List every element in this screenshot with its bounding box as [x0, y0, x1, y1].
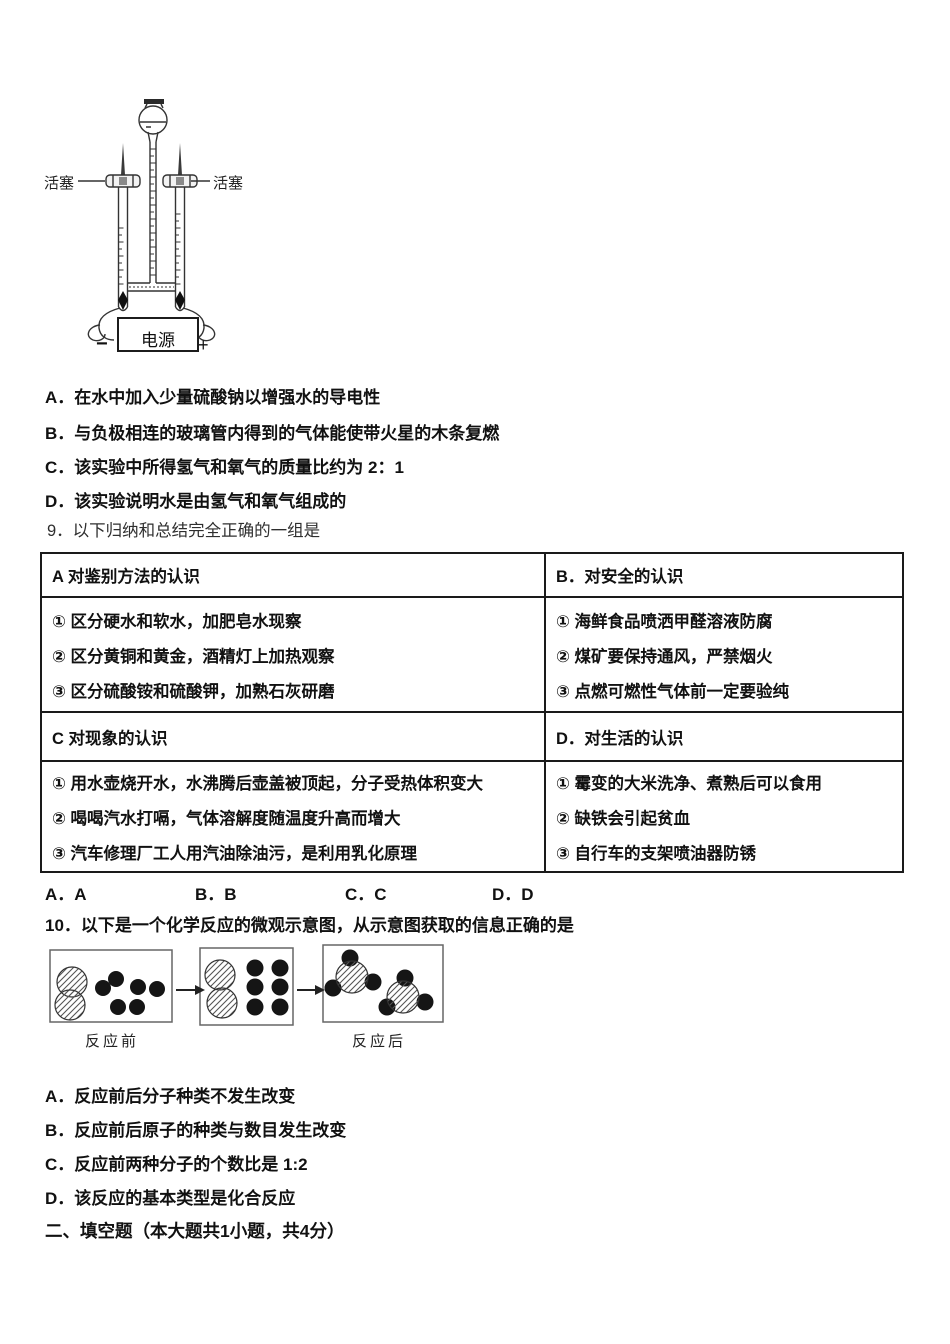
after-reaction-box	[322, 944, 444, 1023]
q9-c-item-3: ③ 汽车修理厂工人用汽油除油污，是利用乳化原理	[52, 845, 418, 863]
q9-table-header-a: A 对鉴别方法的认识	[42, 554, 546, 598]
q9-d-item-1: ① 霉变的大米洗净、煮熟后可以食用	[556, 775, 823, 793]
diatomic-molecules	[95, 971, 165, 1015]
q9-c-item-1: ① 用水壶烧开水，水沸腾后壶盖被顶起，分子受热体积变大	[52, 775, 484, 793]
piston-label-left: 活塞	[44, 175, 75, 192]
q9-answer-c: C．C	[345, 885, 387, 904]
electrolysis-apparatus-figure: 活塞 活塞 电源 − +	[42, 95, 257, 365]
q8-option-d: D．该实验说明水是由氢气和氧气组成的	[45, 492, 347, 511]
q9-d-item-3: ③ 自行车的支架喷油器防锈	[556, 845, 757, 863]
electrolysis-apparatus-drawing	[78, 99, 216, 352]
flask-stopper	[144, 99, 164, 104]
liquid-level-line	[140, 121, 166, 128]
right-gas-tube	[174, 187, 186, 307]
q9-answer-b: B．B	[195, 885, 237, 904]
q10-option-c: C．反应前两种分子的个数比是 1:2	[45, 1155, 308, 1174]
product-molecule-2	[378, 969, 434, 1016]
left-tube-graduations	[118, 227, 124, 285]
right-needle-valve	[178, 143, 182, 175]
q9-table-cell-b: ① 海鲜食品喷洒甲醛溶液防腐 ② 煤矿要保持通风，严禁烟火 ③ 点燃可燃性气体前…	[546, 598, 902, 713]
center-tube-graduations	[150, 148, 156, 276]
q8-option-b: B．与负极相连的玻璃管内得到的气体能使带火星的木条复燃	[45, 424, 500, 443]
single-black-atoms	[246, 959, 289, 1016]
q8-option-a: A．在水中加入少量硫酸钠以增强水的导电性	[45, 388, 381, 407]
power-supply-box	[117, 317, 199, 352]
q9-answer-d: D．D	[492, 885, 534, 904]
hatched-atom	[206, 987, 238, 1019]
q10-option-d: D．该反应的基本类型是化合反应	[45, 1189, 296, 1208]
negative-terminal-label: −	[96, 333, 108, 355]
q10-option-b: B．反应前后原子的种类与数目发生改变	[45, 1121, 347, 1140]
q9-table-cell-d: ① 霉变的大米洗净、煮熟后可以食用 ② 缺铁会引起贫血 ③ 自行车的支架喷油器防…	[546, 762, 902, 871]
right-tube-graduations	[175, 213, 181, 285]
positive-terminal-label: +	[198, 335, 209, 355]
q9-b-item-1: ① 海鲜食品喷洒甲醛溶液防腐	[556, 613, 773, 631]
left-needle-valve	[121, 143, 125, 175]
q9-table-cell-a: ① 区分硬水和软水，加肥皂水现察 ② 区分黄铜和黄金，酒精灯上加热观察 ③ 区分…	[42, 598, 546, 713]
q9-b-item-3: ③ 点燃可燃性气体前一定要验纯	[556, 683, 790, 701]
piston-label-right: 活塞	[213, 175, 244, 192]
after-reaction-label: 反应后	[352, 1033, 407, 1050]
q9-stem: 9．以下归纳和总结完全正确的一组是	[47, 522, 321, 540]
reaction-micro-diagram: 反应前 反应后	[45, 942, 450, 1054]
hatched-atom	[204, 959, 236, 991]
before-reaction-label: 反应前	[85, 1033, 140, 1050]
right-electrode	[175, 291, 185, 310]
q9-table-header-c: C 对现象的认识	[42, 713, 546, 762]
product-molecule-1	[324, 949, 382, 997]
left-gas-tube	[117, 187, 129, 307]
q9-table-cell-c: ① 用水壶烧开水，水沸腾后壶盖被顶起，分子受热体积变大 ② 喝喝汽水打嗝，气体溶…	[42, 762, 546, 871]
q9-table-header-d: D．对生活的认识	[546, 713, 902, 762]
reaction-diagram-drawing	[49, 944, 444, 1026]
section2-title: 二、填空题（本大题共1小题，共4分）	[45, 1221, 345, 1241]
flask-bulb	[138, 105, 168, 135]
q9-c-item-2: ② 喝喝汽水打嗝，气体溶解度随温度升高而增大	[52, 810, 401, 828]
q9-b-item-2: ② 煤矿要保持通风，严禁烟火	[556, 648, 773, 666]
left-wire	[98, 307, 121, 341]
power-supply-label: 电源	[141, 331, 175, 350]
q9-d-item-2: ② 缺铁会引起贫血	[556, 810, 691, 828]
q9-a-item-3: ③ 区分硫酸铵和硫酸钾，加熟石灰研磨	[52, 683, 335, 701]
q9-a-item-1: ① 区分硬水和软水，加肥皂水现察	[52, 613, 302, 631]
q9-table: A 对鉴别方法的认识 B．对安全的认识 ① 区分硬水和软水，加肥皂水现察 ② 区…	[40, 552, 904, 873]
q10-stem: 10．以下是一个化学反应的微观示意图，从示意图获取的信息正确的是	[45, 916, 574, 935]
left-electrode	[118, 291, 128, 310]
q9-a-item-2: ② 区分黄铜和黄金，酒精灯上加热观察	[52, 648, 335, 666]
intermediate-box	[199, 947, 294, 1026]
q9-answer-a: A．A	[45, 885, 87, 904]
q8-option-c: C．该实验中所得氢气和氧气的质量比约为 2：1	[45, 458, 404, 477]
before-reaction-box	[49, 949, 173, 1023]
q10-option-a: A．反应前后分子种类不发生改变	[45, 1087, 296, 1106]
q9-table-header-b: B．对安全的认识	[546, 554, 902, 598]
hatched-atom	[54, 989, 86, 1021]
